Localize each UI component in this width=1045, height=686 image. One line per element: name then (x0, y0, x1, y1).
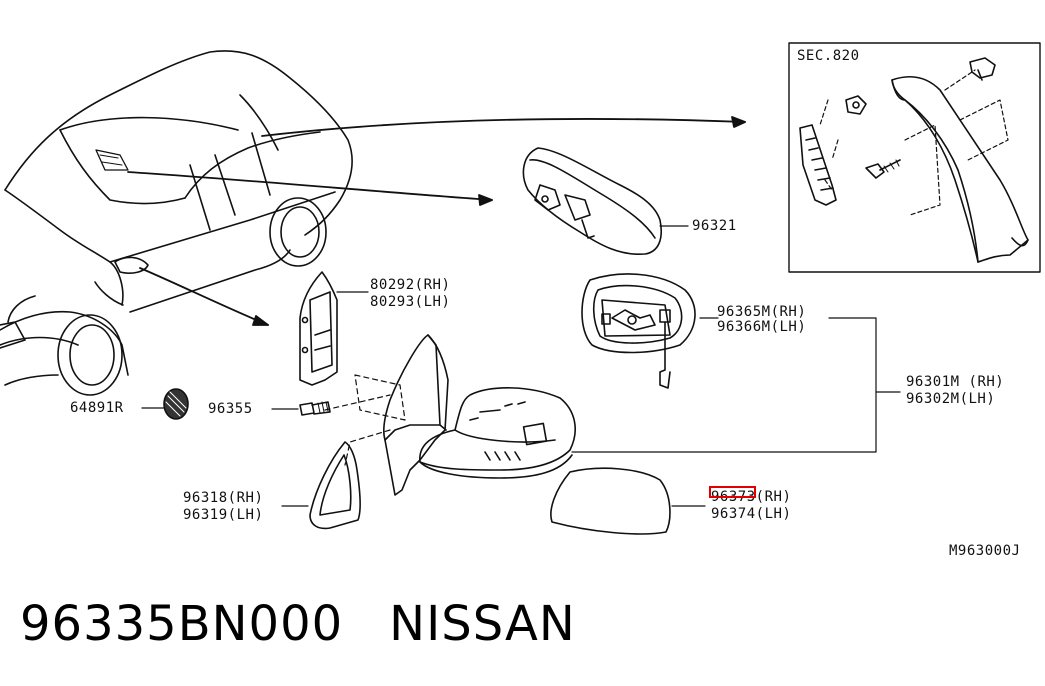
part-label-80292: 80292(RH) (370, 277, 451, 293)
part-label-96301m: 96301M (RH) (906, 374, 1005, 390)
caption: 96335BN000 NISSAN (20, 596, 576, 652)
section-label: SEC.820 (797, 48, 860, 64)
part-label-64891r: 64891R (70, 400, 124, 416)
part-label-96318: 96318(RH) (183, 490, 264, 506)
mirror-assembly-part (383, 317, 901, 496)
part-label-96355: 96355 (208, 401, 253, 417)
mirror-cover-part (550, 467, 706, 535)
drawing-code: M963000J (949, 543, 1021, 559)
cap-part (141, 388, 189, 420)
part-label-96366m: 96366M(LH) (717, 319, 807, 335)
mirror-glass-part (581, 273, 719, 389)
brand-name: NISSAN (389, 596, 576, 652)
part-label-96374: 96374(LH) (711, 506, 792, 522)
part-label-80293: 80293(LH) (370, 294, 451, 310)
triangle-garnish-part (281, 441, 362, 530)
part-label-96319: 96319(LH) (183, 507, 264, 523)
garnish-part (299, 271, 369, 386)
bolt-part (271, 401, 331, 416)
part-number: 96335BN000 (20, 596, 344, 652)
mount-dashed-lines (324, 374, 406, 466)
leader-arrows (127, 116, 746, 326)
part-label-96321: 96321 (692, 218, 737, 234)
part-label-96365m: 96365M(RH) (717, 304, 807, 320)
section-inset (788, 42, 1041, 273)
car-illustration (0, 50, 353, 396)
highlight-box (709, 486, 756, 498)
part-label-96302m: 96302M(LH) (906, 391, 996, 407)
rearview-mirror-part (522, 147, 689, 256)
